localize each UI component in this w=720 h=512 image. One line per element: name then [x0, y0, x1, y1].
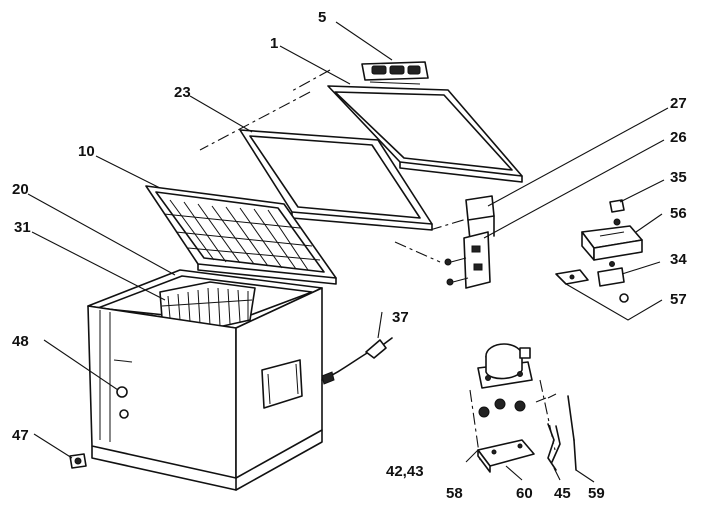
label-23: 23	[174, 84, 191, 101]
compressor	[477, 343, 533, 389]
label-58: 58	[446, 485, 463, 502]
part-37-power-cord	[321, 337, 393, 385]
freezer-cabinet	[87, 269, 323, 491]
label-34: 34	[670, 251, 687, 268]
label-47: 47	[12, 427, 29, 444]
part-60-base-plate	[477, 439, 535, 473]
label-31: 31	[14, 219, 31, 236]
label-45: 45	[554, 485, 571, 502]
label-42-43: 42,43	[386, 463, 424, 480]
label-5: 5	[318, 9, 326, 26]
label-48: 48	[12, 333, 29, 350]
part-47-foot	[69, 453, 87, 469]
part-27-hinge-bracket	[465, 195, 495, 241]
part-45-clip	[547, 423, 561, 471]
leader-lines	[27, 21, 669, 483]
label-10: 10	[78, 143, 95, 160]
part-57-bracket	[555, 269, 589, 285]
label-27: 27	[670, 95, 687, 112]
label-35: 35	[670, 169, 687, 186]
label-56: 56	[670, 205, 687, 222]
label-26: 26	[670, 129, 687, 146]
part-26-hinge-plate	[444, 231, 491, 289]
label-59: 59	[588, 485, 605, 502]
alignment-lines	[199, 69, 556, 461]
label-60: 60	[516, 485, 533, 502]
label-1: 1	[270, 35, 278, 52]
part-5-lid-trim	[361, 61, 429, 81]
part-labels: 5 1 23 10 20 31 27 26 35 56 34 57 37 48 …	[12, 9, 687, 502]
label-37: 37	[392, 309, 409, 326]
part-35-knob	[609, 199, 625, 226]
part-59-rod	[567, 395, 577, 471]
part-56-control-housing	[581, 225, 643, 261]
part-23-lid-liner	[239, 129, 433, 231]
part-34-thermostat	[597, 261, 629, 303]
label-57: 57	[670, 291, 687, 308]
part-1-outer-lid	[327, 81, 523, 183]
label-20: 20	[12, 181, 29, 198]
part-42-43-grommets	[478, 393, 557, 418]
part-10-lid-gasket	[145, 185, 337, 285]
